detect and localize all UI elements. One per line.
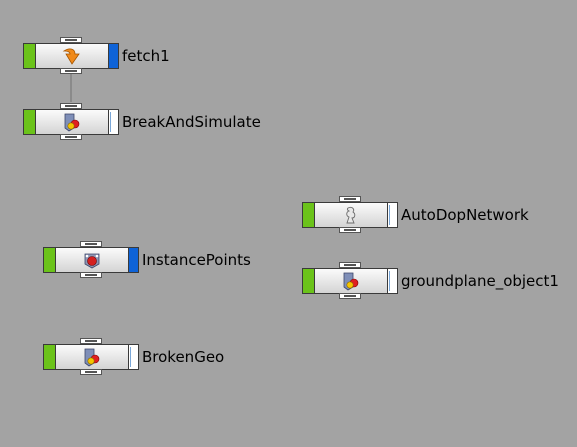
input-connector[interactable] — [60, 103, 82, 109]
node-body[interactable] — [43, 247, 139, 273]
node-label[interactable]: fetch1 — [122, 47, 170, 65]
display-flag[interactable] — [128, 248, 138, 272]
input-connector[interactable] — [80, 338, 102, 344]
node-body[interactable] — [302, 202, 398, 228]
node-label[interactable]: AutoDopNetwork — [401, 206, 529, 224]
node-fetch1[interactable]: fetch1 — [23, 37, 170, 77]
output-connector[interactable] — [339, 293, 361, 299]
bypass-flag[interactable] — [44, 248, 56, 272]
node-label[interactable]: BreakAndSimulate — [122, 113, 261, 131]
output-connector[interactable] — [60, 134, 82, 140]
connection-wire[interactable] — [70, 71, 72, 102]
fetch-arrow-icon — [61, 45, 83, 67]
display-flag[interactable] — [128, 345, 138, 369]
bypass-flag[interactable] — [24, 44, 36, 68]
display-flag[interactable] — [387, 269, 397, 293]
input-connector[interactable] — [60, 37, 82, 43]
node-label[interactable]: InstancePoints — [142, 251, 251, 269]
bypass-flag[interactable] — [24, 110, 36, 134]
node-body[interactable] — [23, 43, 119, 69]
node-label[interactable]: BrokenGeo — [142, 348, 225, 366]
bypass-flag[interactable] — [303, 269, 315, 293]
input-connector[interactable] — [339, 262, 361, 268]
output-connector[interactable] — [80, 272, 102, 278]
dop-network-icon — [340, 204, 362, 226]
object-subnet-icon — [81, 346, 103, 368]
node-body[interactable] — [302, 268, 398, 294]
bypass-flag[interactable] — [44, 345, 56, 369]
node-groundplane-object1[interactable]: groundplane_object1 — [302, 262, 559, 302]
object-subnet-icon — [61, 111, 83, 133]
node-label[interactable]: groundplane_object1 — [401, 272, 559, 290]
display-flag[interactable] — [108, 44, 118, 68]
node-body[interactable] — [43, 344, 139, 370]
node-autodopnetwork[interactable]: AutoDopNetwork — [302, 196, 529, 236]
input-connector[interactable] — [339, 196, 361, 202]
node-body[interactable] — [23, 109, 119, 135]
input-connector[interactable] — [80, 241, 102, 247]
output-connector[interactable] — [60, 68, 82, 74]
bypass-flag[interactable] — [303, 203, 315, 227]
output-connector[interactable] — [80, 369, 102, 375]
node-instancepoints[interactable]: InstancePoints — [43, 241, 251, 281]
output-connector[interactable] — [339, 227, 361, 233]
display-flag[interactable] — [387, 203, 397, 227]
instance-icon — [81, 249, 103, 271]
object-subnet-icon — [340, 270, 362, 292]
node-brokengeo[interactable]: BrokenGeo — [43, 338, 224, 378]
display-flag[interactable] — [108, 110, 118, 134]
node-breakandsimulate[interactable]: BreakAndSimulate — [23, 103, 261, 143]
